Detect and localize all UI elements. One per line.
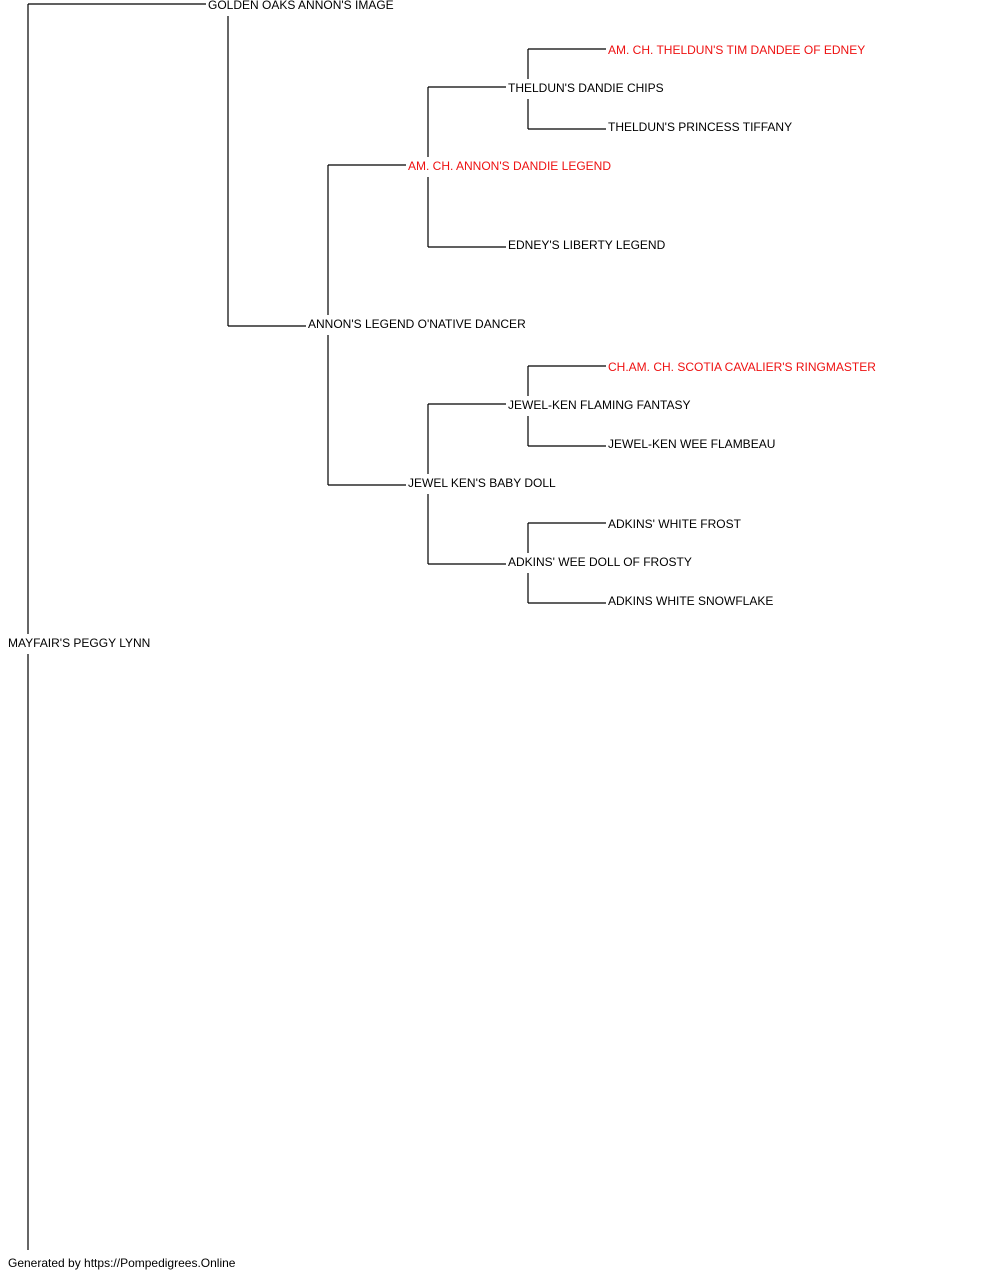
pedigree-name-gen5-jewel-ken-wee-flambeau: JEWEL-KEN WEE FLAMBEAU: [608, 437, 775, 451]
pedigree-name-gen1-golden-oaks-annon-s-image: GOLDEN OAKS ANNON'S IMAGE: [208, 0, 394, 12]
pedigree-name-gen0-mayfair-s-peggy-lynn: MAYFAIR'S PEGGY LYNN: [8, 636, 150, 650]
pedigree-name-gen4-edney-s-liberty-legend: EDNEY'S LIBERTY LEGEND: [508, 238, 666, 252]
pedigree-name-gen4-adkins-wee-doll-of-frosty: ADKINS' WEE DOLL OF FROSTY: [508, 555, 692, 569]
pedigree-name-gen3-am-ch-annon-s-dandie-legend: AM. CH. ANNON'S DANDIE LEGEND: [408, 159, 611, 173]
pedigree-name-gen2-annon-s-legend-o-native-dancer: ANNON'S LEGEND O'NATIVE DANCER: [308, 317, 526, 331]
pedigree-name-gen4-theldun-s-dandie-chips: THELDUN'S DANDIE CHIPS: [508, 81, 664, 95]
pedigree-name-gen5-ch-am-ch-scotia-cavalier-s-ringmaster: CH.AM. CH. SCOTIA CAVALIER'S RINGMASTER: [608, 360, 876, 374]
pedigree-name-gen5-am-ch-theldun-s-tim-dandee-of-edney: AM. CH. THELDUN'S TIM DANDEE OF EDNEY: [608, 43, 865, 57]
pedigree-name-gen5-theldun-s-princess-tiffany: THELDUN'S PRINCESS TIFFANY: [608, 120, 792, 134]
pedigree-tree: MAYFAIR'S PEGGY LYNN GOLDEN OAKS ANNON'S …: [8, 0, 876, 1250]
pedigree-name-gen5-adkins-white-frost: ADKINS' WHITE FROST: [608, 517, 742, 531]
pedigree-name-gen4-jewel-ken-flaming-fantasy: JEWEL-KEN FLAMING FANTASY: [508, 398, 690, 412]
pedigree-name-gen3-jewel-ken-s-baby-doll: JEWEL KEN'S BABY DOLL: [408, 476, 556, 490]
pedigree-name-gen5-adkins-white-snowflake: ADKINS WHITE SNOWFLAKE: [608, 594, 773, 608]
footer-credit: Generated by https://Pompedigrees.Online: [8, 1256, 236, 1270]
